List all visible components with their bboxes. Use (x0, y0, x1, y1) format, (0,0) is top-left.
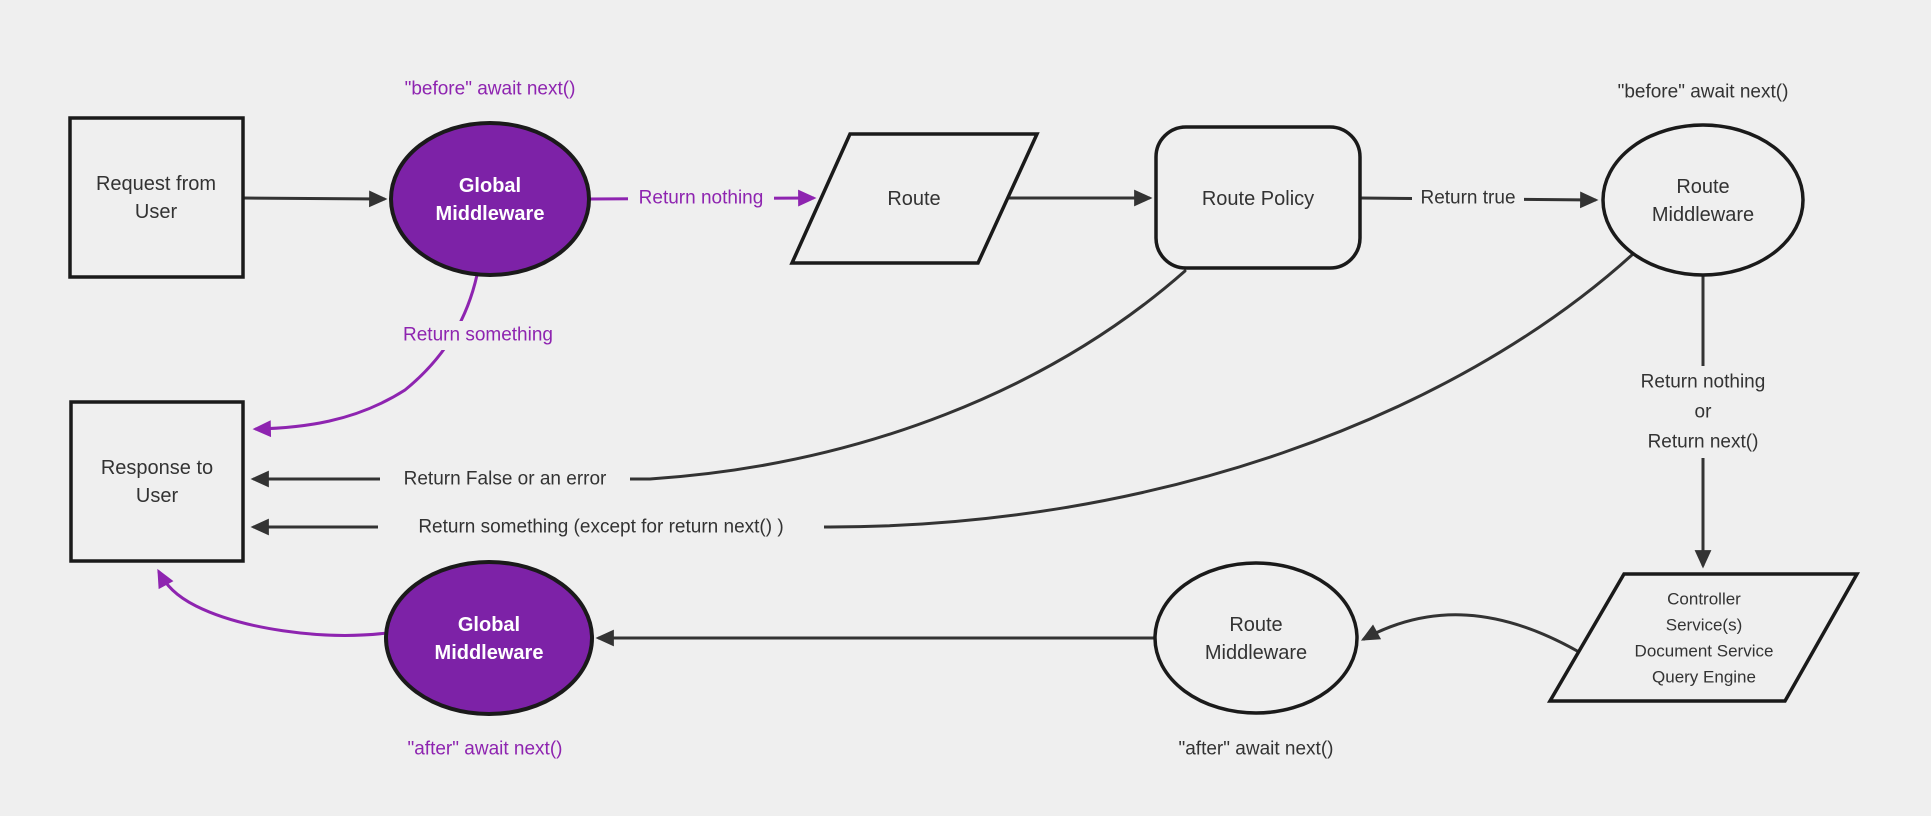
node-global-middleware-top: Global Middleware (389, 121, 591, 277)
edge-label-return-false-text: Return False or an error (404, 469, 607, 490)
node-controller-services: Controller Service(s) Document Service Q… (1546, 572, 1861, 703)
edge-request-to-global-middleware (241, 190, 388, 208)
annotation-before-await-next-global: "before" await next() (405, 79, 576, 100)
label-background (380, 465, 630, 494)
request-box (68, 116, 245, 279)
node-label-line: Route (1229, 614, 1282, 636)
route-parallelogram (789, 132, 1040, 265)
label-background (1412, 184, 1524, 213)
edge-label-return-something-text: Return something (403, 325, 553, 346)
annotation-after-await-next-global: "after" await next() (408, 739, 563, 760)
edge-label-return-something-except: Return something (except for return next… (378, 513, 824, 542)
edge-labels: Return nothing Return true Return nothin… (378, 184, 1779, 542)
annotations: "before" await next() "before" await nex… (405, 79, 1789, 760)
node-label-line: Document Service (1635, 642, 1774, 661)
edge-label-return-true-text: Return true (1420, 188, 1515, 209)
node-route-middleware-top: Route Middleware (1601, 123, 1805, 277)
node-route: Route (789, 132, 1040, 265)
edge-label-return-something: Return something (398, 321, 558, 350)
node-label-line: Global (459, 175, 521, 197)
edge-label-return-nothing-text: Return nothing (639, 188, 764, 209)
node-label-line: Controller (1667, 590, 1741, 609)
node-label-line: Middleware (435, 642, 544, 664)
edge-global-middleware-to-response (252, 273, 479, 438)
node-label-line: Global (458, 614, 520, 636)
edge-label-line: Return next() (1648, 432, 1759, 453)
node-label-line: Query Engine (1652, 668, 1756, 687)
edge-route-policy-to-response (250, 269, 1187, 488)
edge-label-return-true: Return true (1412, 184, 1524, 213)
label-background (1627, 366, 1779, 458)
global-middleware-ellipse (384, 560, 594, 716)
edge-route-middleware-to-response (250, 252, 1635, 536)
edge-label-line: Return nothing (1641, 372, 1766, 393)
node-label-line: Request from (96, 173, 216, 195)
node-label-line: Route (887, 188, 940, 210)
node-label-line: Route (1676, 176, 1729, 198)
node-label-line: Middleware (1205, 642, 1307, 664)
route-middleware-ellipse (1153, 561, 1359, 715)
edge-controller-to-route-middleware-bottom (1360, 613, 1581, 654)
node-label-line: User (136, 485, 179, 507)
node-label-line: User (135, 201, 178, 223)
node-label-line: Route Policy (1202, 188, 1314, 210)
node-route-middleware-bottom: Route Middleware (1153, 561, 1359, 715)
edge-label-return-something-except-text: Return something (except for return next… (418, 517, 783, 538)
response-box (69, 400, 245, 563)
node-request-from-user: Request from User (68, 116, 245, 279)
node-route-policy: Route Policy (1154, 125, 1362, 270)
node-global-middleware-bottom: Global Middleware (384, 560, 594, 716)
node-response-to-user: Response to User (69, 400, 245, 563)
node-label-line: Middleware (436, 203, 545, 225)
route-policy-box (1154, 125, 1362, 270)
node-label-line: Service(s) (1666, 616, 1743, 635)
nodes: Request from User Global Middleware Rout… (68, 116, 1861, 716)
annotation-before-await-next-route: "before" await next() (1618, 82, 1789, 103)
edge-label-line: or (1695, 402, 1713, 423)
label-background (628, 184, 774, 213)
label-background (378, 513, 824, 542)
route-middleware-ellipse (1601, 123, 1805, 277)
label-background (398, 321, 558, 350)
edge-label-return-false-or-error: Return False or an error (380, 465, 630, 494)
edges (157, 189, 1712, 654)
annotation-after-await-next-route: "after" await next() (1179, 739, 1334, 760)
edge-global-middleware-bottom-to-response (157, 568, 389, 637)
global-middleware-ellipse (389, 121, 591, 277)
node-label-line: Middleware (1652, 204, 1754, 226)
controller-parallelogram (1546, 572, 1861, 703)
edge-label-return-nothing-or-next: Return nothing or Return next() (1627, 366, 1779, 458)
node-label-line: Response to (101, 457, 213, 479)
edge-label-return-nothing: Return nothing (628, 184, 774, 213)
